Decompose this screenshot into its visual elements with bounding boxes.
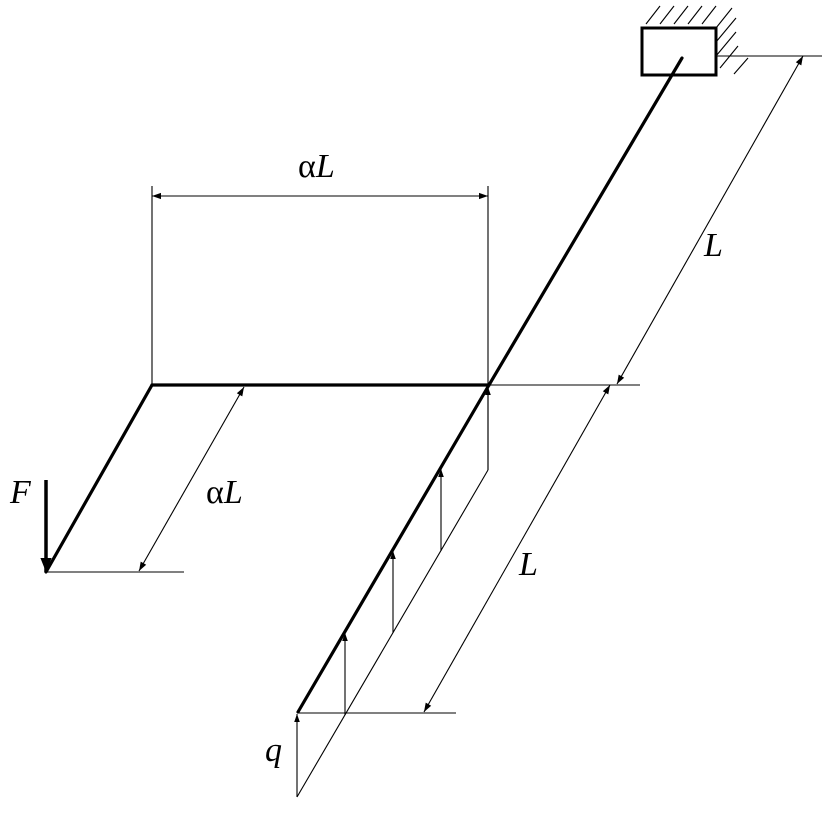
point-force: F	[9, 474, 52, 572]
dimension-l-lower: L	[298, 384, 611, 714]
label-l-lower: L	[518, 546, 538, 583]
label-f: F	[9, 474, 32, 511]
label-q: q	[265, 732, 282, 769]
label-alpha-l-top: αL	[298, 148, 335, 185]
dimension-alpha-l-top: αL	[151, 148, 489, 470]
dimension-alpha-l-side: αL	[46, 386, 245, 573]
lower-diagonal-beam	[296, 383, 491, 714]
left-diagonal-beam	[44, 383, 154, 574]
label-alpha-l-side: αL	[206, 474, 243, 511]
support-block	[640, 26, 718, 77]
label-l-upper: L	[703, 227, 723, 264]
load-envelope-line	[296, 469, 489, 798]
fixed-support	[640, 5, 749, 77]
upper-diagonal-beam	[487, 56, 684, 387]
distributed-load: q	[265, 387, 491, 798]
